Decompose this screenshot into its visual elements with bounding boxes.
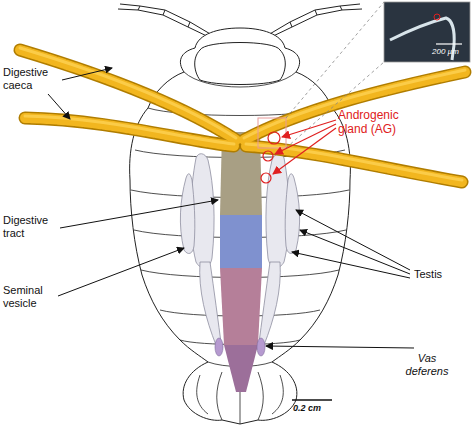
- part-label: Testis: [414, 268, 464, 281]
- gland-label: Androgenic gland (AG): [338, 108, 418, 137]
- scale-label: 200 µm: [432, 47, 468, 57]
- part-label: Digestive caeca: [3, 66, 61, 92]
- part-label: Seminal vesicle: [3, 284, 57, 310]
- part-label: Digestive tract: [3, 214, 59, 240]
- part-label: Vas deferens: [396, 352, 458, 378]
- scale-label: 0.2 cm: [293, 403, 337, 414]
